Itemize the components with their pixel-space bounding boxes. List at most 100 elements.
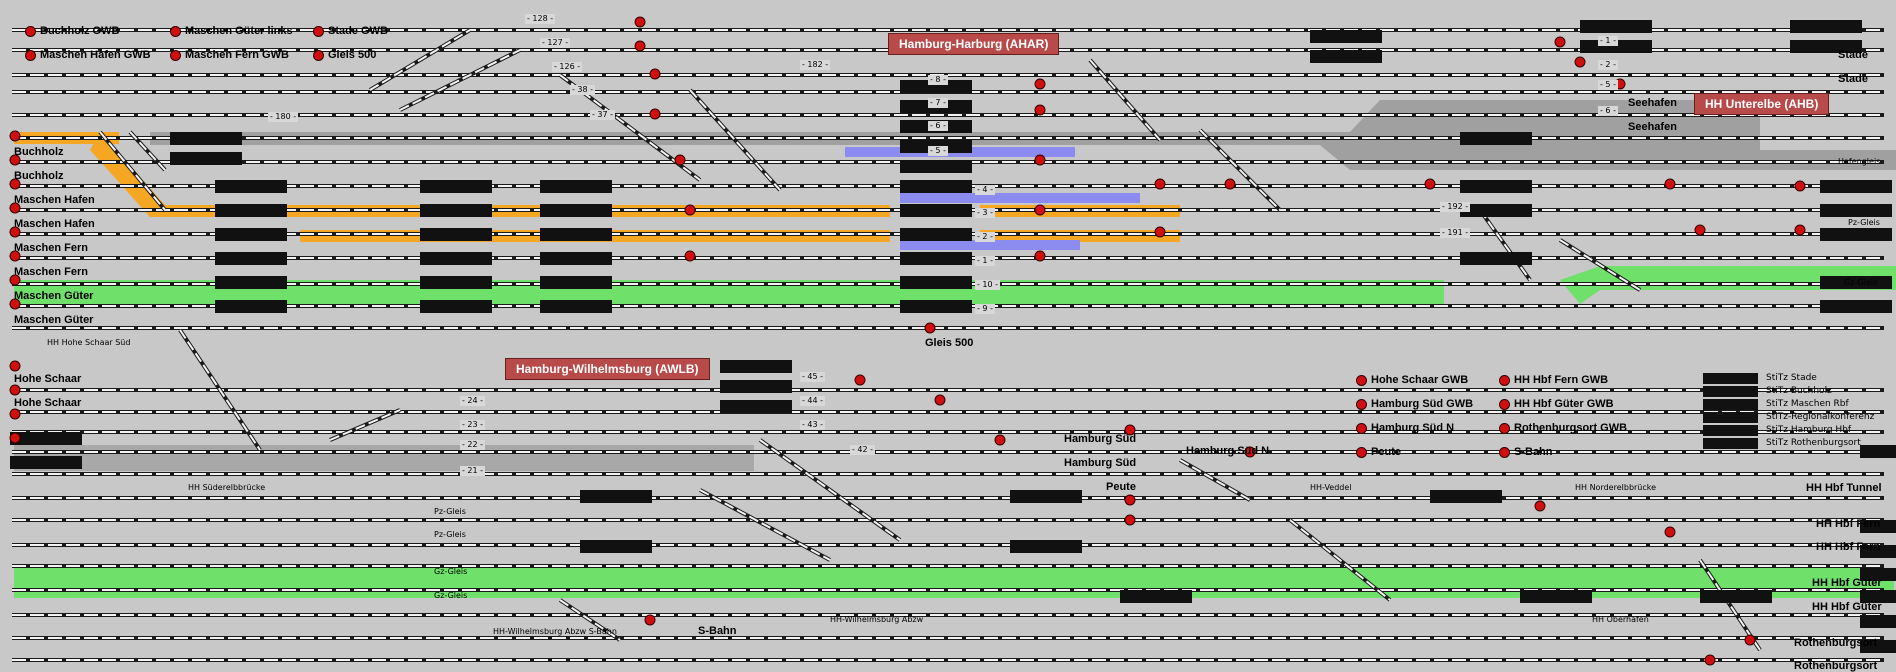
- stitz-label: StiTz Hamburg Hbf: [1766, 425, 1852, 435]
- track-crossover: [1089, 59, 1161, 141]
- stitz-label: StiTz-Regionalkonferenz: [1766, 412, 1875, 422]
- track-crossover: [759, 439, 901, 541]
- signal-icon: [1034, 204, 1046, 216]
- signal-icon: [1499, 446, 1510, 458]
- signal-icon: [1499, 422, 1510, 434]
- signal-status-block: [1820, 180, 1892, 193]
- stitz-buchholz[interactable]: StiTz Buchholz: [1703, 385, 1874, 398]
- exit-label-stade: Stade: [1838, 49, 1868, 61]
- station-hamburg-harburg[interactable]: Hamburg-Harburg (AHAR): [888, 33, 1060, 55]
- legend-label: Hamburg Süd N: [1371, 422, 1455, 434]
- status-swatch: [1703, 425, 1758, 436]
- signal-icon: [9, 178, 21, 190]
- signal-status-block: [1580, 20, 1652, 33]
- track-number-label: - 127 -: [540, 38, 571, 48]
- signal-status-block: [1860, 445, 1896, 458]
- stitz-label: StiTz Stade: [1766, 373, 1817, 383]
- signal-icon: [9, 408, 21, 420]
- signal-status-block: [720, 380, 792, 393]
- track-crossover: [1559, 239, 1641, 291]
- label-gz-gleis: Gz-Gleis: [434, 591, 468, 600]
- legend-hamburg-sued-n[interactable]: Hamburg Süd N: [1356, 422, 1454, 434]
- signal-status-block: [900, 276, 972, 289]
- legend-maschen-hafen-gwb[interactable]: Maschen Hafen GWB: [25, 49, 151, 61]
- stitz-regionalkonferenz[interactable]: StiTz-Regionalkonferenz: [1703, 411, 1874, 424]
- stitz-rothenburgsort[interactable]: StiTz Rothenburgsort: [1703, 437, 1874, 450]
- legend-label: Maschen Fern GWB: [185, 49, 289, 61]
- signal-status-block: [420, 204, 492, 217]
- track-number-label: - 22 -: [460, 440, 486, 450]
- signal-status-block: [170, 132, 242, 145]
- signal-status-block: [1460, 180, 1532, 193]
- legend-label: Hamburg Süd GWB: [1371, 398, 1474, 410]
- legend-hamburg-sued-gwb[interactable]: Hamburg Süd GWB: [1356, 398, 1473, 410]
- signal-icon: [1424, 178, 1436, 190]
- signal-status-block: [1860, 640, 1896, 653]
- stitz-stade[interactable]: StiTz Stade: [1703, 372, 1874, 385]
- legend-stade-gwb[interactable]: Stade GWB: [313, 25, 388, 37]
- label-hamburg-sued: Hamburg Süd: [1064, 457, 1137, 469]
- signal-icon: [634, 16, 646, 28]
- label-gz-gleis: Gz-Gleis: [434, 567, 468, 576]
- station-hh-unterelbe[interactable]: HH Unterelbe (AHB): [1694, 93, 1830, 115]
- exit-label-hh-hbf-fern: HH Hbf Fern: [1816, 518, 1881, 530]
- signal-status-block: [1790, 20, 1862, 33]
- signal-status-block: [170, 152, 242, 165]
- stitz-maschen-rbf[interactable]: StiTz Maschen Rbf: [1703, 398, 1874, 411]
- legend-hh-hbf-gueter-gwb[interactable]: HH Hbf Güter GWB: [1499, 398, 1614, 410]
- signal-icon: [1794, 224, 1806, 236]
- signal-icon: [9, 360, 21, 372]
- signal-icon: [9, 202, 21, 214]
- entry-label-maschen-hafen: Maschen Hafen: [14, 218, 95, 230]
- legend-buchholz-gwb[interactable]: Buchholz GWB: [25, 25, 119, 37]
- legend-peute[interactable]: Peute: [1356, 446, 1401, 458]
- signal-status-block: [900, 160, 972, 173]
- legend-hh-hbf-fern-gwb[interactable]: HH Hbf Fern GWB: [1499, 374, 1608, 386]
- exit-label-hafengleis: Hafengleis: [1838, 157, 1881, 166]
- legend-s-bahn[interactable]: S-Bahn: [1499, 446, 1553, 458]
- stitz-label: StiTz Buchholz: [1766, 386, 1832, 396]
- legend-maschen-gueter-links[interactable]: Maschen Güter links: [170, 25, 293, 37]
- exit-label-hh-hbf-gueter: HH Hbf Güter: [1812, 577, 1882, 589]
- track-number-label: - 23 -: [460, 420, 486, 430]
- legend-rothenburgsort-gwb[interactable]: Rothenburgsort GWB: [1499, 422, 1627, 434]
- signal-icon: [649, 108, 661, 120]
- route-blue-overlay: [900, 240, 1080, 250]
- signal-status-block: [900, 180, 972, 193]
- track-number-label: - 126 -: [552, 62, 583, 72]
- station-hamburg-wilhelmsburg[interactable]: Hamburg-Wilhelmsburg (AWLB): [505, 358, 710, 380]
- legend-label: Maschen Hafen GWB: [40, 49, 151, 61]
- track-number-label: - 5 -: [1598, 80, 1618, 90]
- legend-label: HH Hbf Fern GWB: [1514, 374, 1609, 386]
- signal-icon: [1356, 446, 1367, 458]
- label-pz-gleis: Pz-Gleis: [434, 507, 466, 516]
- entry-label-hohe-schaar: Hohe Schaar: [14, 373, 82, 385]
- stitz-hamburg-hbf[interactable]: StiTz Hamburg Hbf: [1703, 424, 1874, 437]
- track-crossover: [1199, 129, 1281, 211]
- signal-icon: [25, 25, 36, 37]
- signal-status-block: [10, 432, 82, 445]
- signal-icon: [170, 25, 181, 37]
- signal-status-block: [420, 180, 492, 193]
- signal-icon: [1154, 178, 1166, 190]
- legend-gleis-500[interactable]: Gleis 500: [313, 49, 376, 61]
- signal-icon: [1124, 514, 1136, 526]
- signal-icon: [1574, 56, 1586, 68]
- signal-status-block: [540, 180, 612, 193]
- track-number-label: - 24 -: [460, 396, 486, 406]
- legend-hohe-schaar-gwb[interactable]: Hohe Schaar GWB: [1356, 374, 1468, 386]
- legend-maschen-fern-gwb[interactable]: Maschen Fern GWB: [170, 49, 289, 61]
- track-number-label: - 9 -: [975, 304, 995, 314]
- signal-status-block: [420, 276, 492, 289]
- track-crossover: [1479, 209, 1531, 281]
- label-s-bahn: S-Bahn: [698, 625, 737, 637]
- legend-label: HH Hbf Güter GWB: [1514, 398, 1614, 410]
- signal-status-block: [1310, 30, 1382, 43]
- gleis-500-label: Gleis 500: [925, 337, 974, 349]
- signal-status-block: [1860, 520, 1896, 533]
- signal-icon: [634, 40, 646, 52]
- signal-status-block: [900, 252, 972, 265]
- track-number-label: - 42 -: [850, 445, 876, 455]
- entry-label-maschen-fern: Maschen Fern: [14, 266, 88, 278]
- signal-status-block: [1120, 590, 1192, 603]
